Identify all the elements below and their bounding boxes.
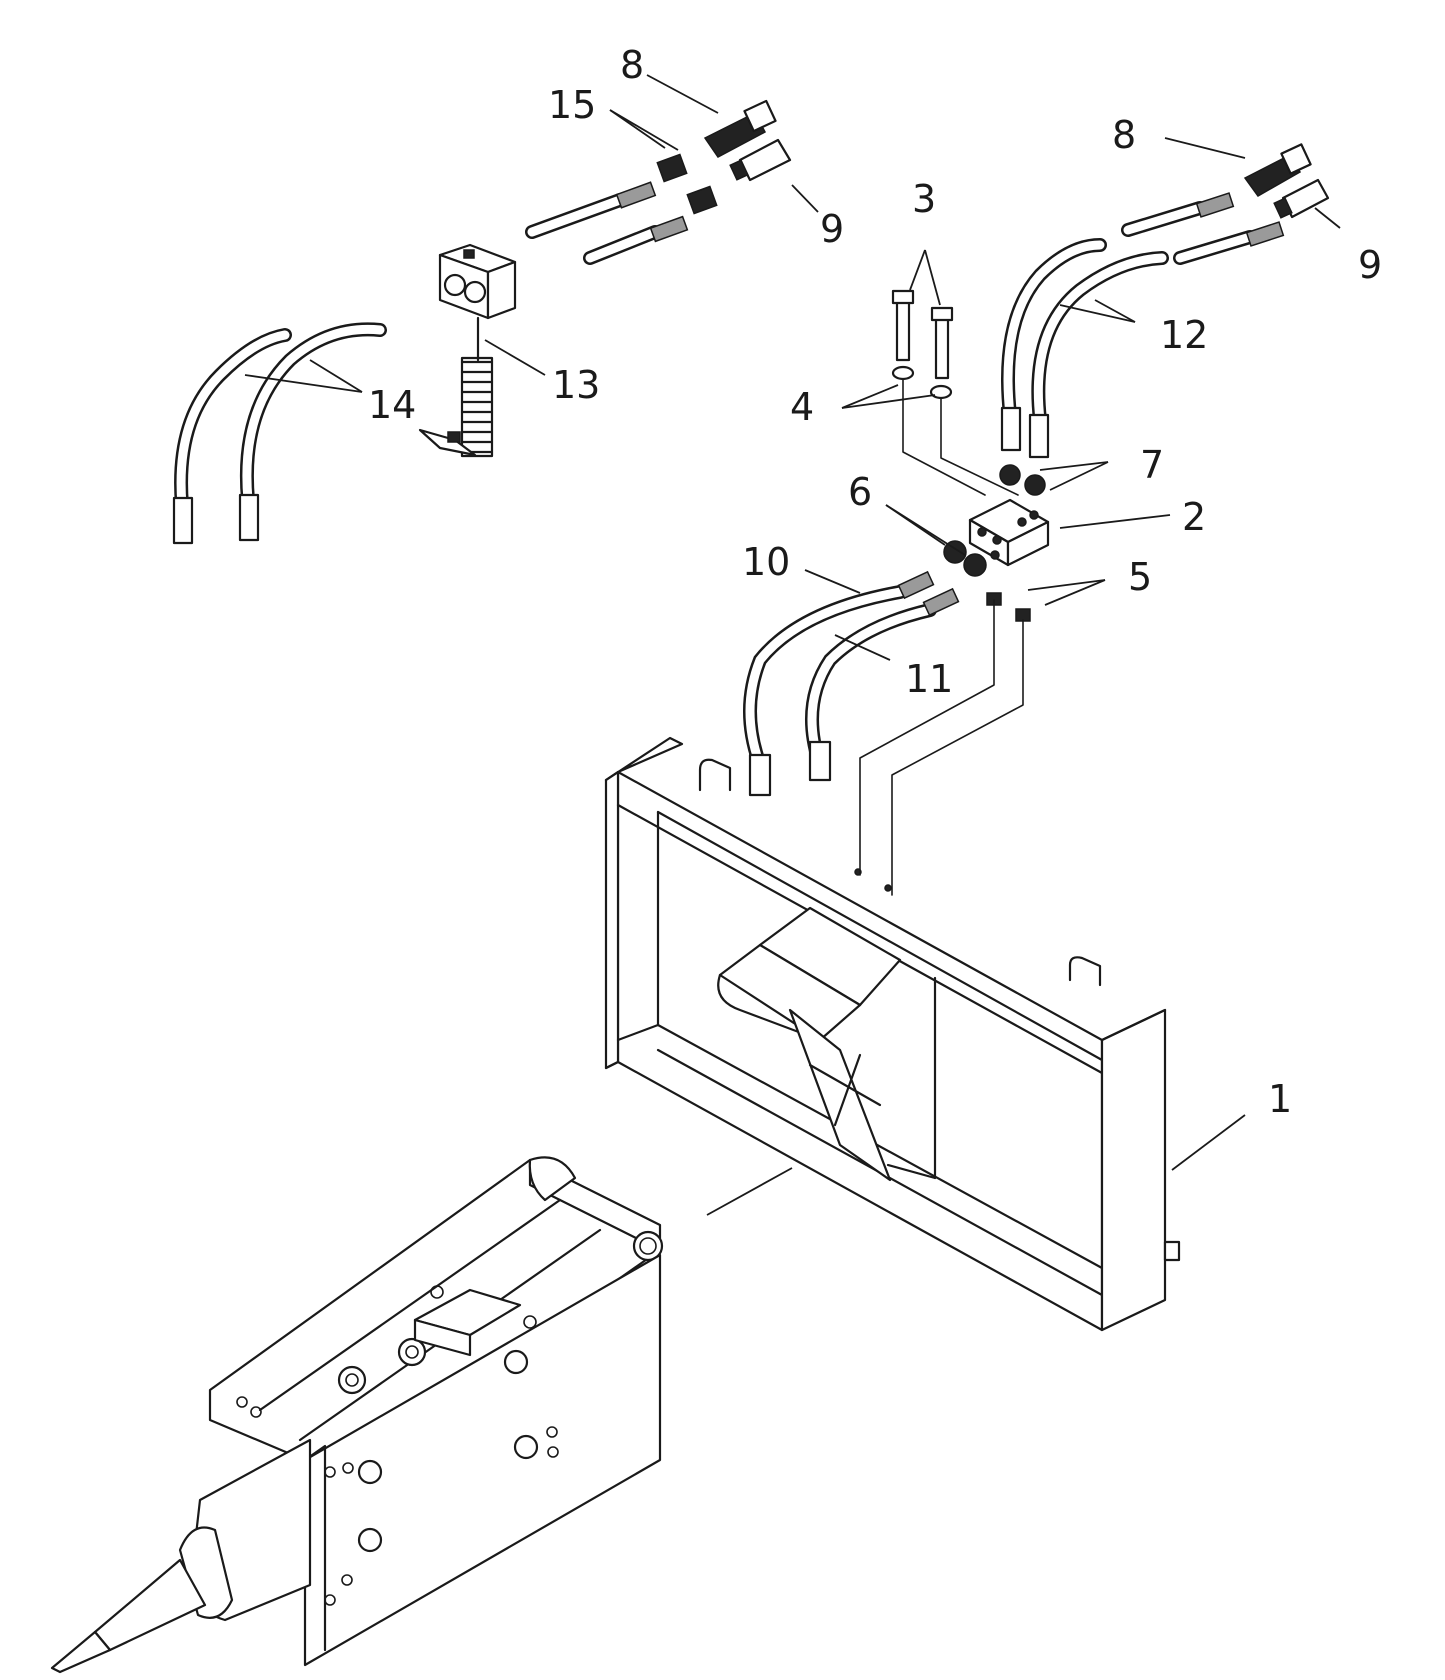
bolt-centerline (940, 397, 1019, 496)
callout-7: 7 (1140, 443, 1164, 487)
nut-centerline (891, 619, 1024, 896)
callout-12: 12 (1160, 313, 1208, 357)
callout-15: 15 (548, 83, 596, 127)
callout-5: 5 (1128, 555, 1152, 599)
hoses-to-breaker (743, 570, 960, 797)
bolts (891, 289, 954, 380)
mounting-frame (604, 736, 1181, 1332)
callout-13: 13 (552, 363, 600, 407)
callout-3: 3 (912, 177, 936, 221)
assembly-leader (706, 1167, 793, 1216)
callout-6: 6 (848, 470, 872, 514)
callout-labels: 1 2 3 4 5 6 7 8 8 9 9 10 11 12 13 14 15 (368, 43, 1382, 1121)
hoses-14 (172, 322, 387, 545)
callout-10: 10 (742, 540, 790, 584)
leader-lines (244, 74, 1341, 1171)
callout-14: 14 (368, 383, 416, 427)
short-hoses-right (1121, 192, 1285, 265)
callout-8-left: 8 (620, 43, 644, 87)
quick-couplers-right (1243, 143, 1330, 219)
callout-2: 2 (1182, 495, 1206, 539)
callout-9-right: 9 (1358, 243, 1382, 287)
fittings-front (943, 540, 987, 577)
callout-9-left: 9 (820, 207, 844, 251)
callout-4: 4 (790, 385, 814, 429)
bolt-centerline (902, 379, 986, 496)
adapters (656, 153, 718, 215)
hoses-12 (1000, 238, 1169, 459)
spring-coil (460, 356, 494, 458)
nut-centerline (859, 599, 995, 876)
short-hoses-left (525, 181, 689, 265)
callout-8-right: 8 (1112, 113, 1136, 157)
hydraulic-breaker (50, 1156, 664, 1674)
callout-11: 11 (905, 657, 953, 701)
hose-clamp-spring (418, 243, 517, 458)
callout-1: 1 (1268, 1077, 1292, 1121)
valve-block (968, 498, 1050, 567)
fittings-top (999, 464, 1046, 496)
quick-couplers-left (703, 99, 792, 182)
